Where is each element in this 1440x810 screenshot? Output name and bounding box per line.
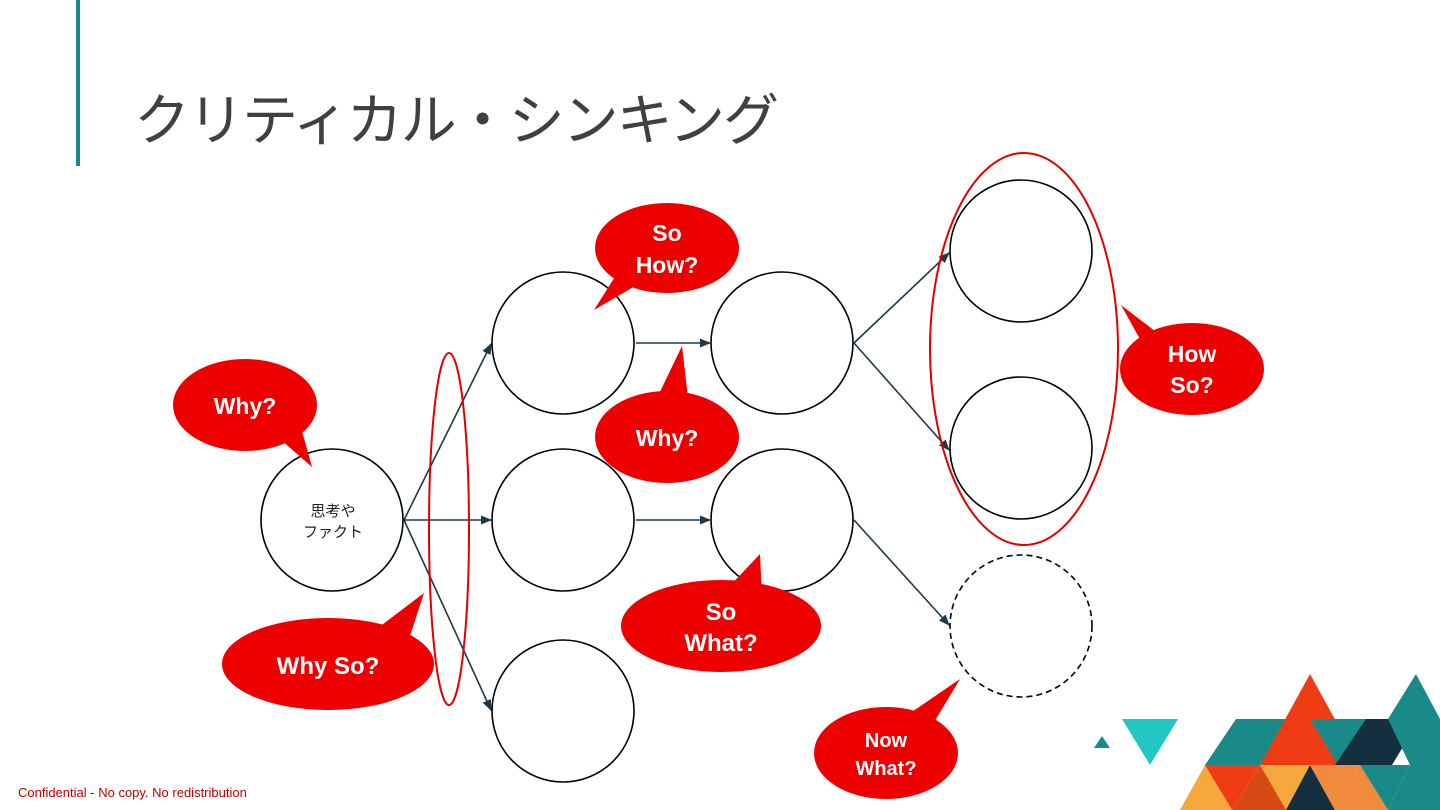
callout-now-what-line1: Now	[865, 730, 908, 752]
arrow-to-right-dashed	[853, 519, 950, 626]
node-level1-middle	[491, 448, 635, 592]
confidential-notice: Confidential - No copy. No redistributio…	[18, 785, 247, 800]
arrow-to-right-top	[853, 252, 950, 344]
callout-how-so-line2: So?	[1170, 372, 1213, 398]
grouping-ellipse-level3	[929, 152, 1119, 546]
slide-title: クリティカル・シンキング	[134, 89, 779, 154]
title-accent-bar	[76, 0, 80, 166]
arrow-root-to-bottom	[403, 519, 492, 712]
callout-why-so: Why So?	[222, 593, 434, 710]
node-level1-top	[491, 271, 635, 415]
node-level1-bottom	[491, 639, 635, 783]
callout-so-how: So How?	[594, 203, 739, 310]
callout-how-so: How So?	[1120, 305, 1264, 415]
root-node-label-line1: 思考や	[310, 502, 355, 520]
triangle-decoration	[1094, 674, 1440, 810]
callout-so-what-line1: So	[706, 599, 737, 626]
callout-why-left-text: Why?	[214, 393, 277, 419]
callout-so-what: So What?	[621, 554, 821, 672]
connector-arrows	[403, 252, 950, 712]
grouping-ellipse-level1	[428, 352, 470, 706]
callout-why-left: Why?	[173, 359, 317, 467]
node-level2-top	[710, 271, 854, 415]
callout-why-so-text: Why So?	[277, 653, 380, 680]
node-level2-middle	[710, 448, 854, 592]
callout-now-what: Now What?	[814, 679, 960, 799]
callout-now-what-line2: What?	[855, 758, 916, 780]
callout-how-so-line1: How	[1168, 341, 1217, 367]
diagram-nodes	[260, 179, 1093, 783]
callout-so-how-line2: How?	[636, 252, 699, 278]
callout-so-how-line1: So	[652, 220, 681, 246]
root-node-label-line2: ファクト	[303, 523, 363, 541]
node-level3-middle	[949, 376, 1093, 520]
node-level3-dashed	[949, 554, 1093, 698]
arrow-to-right-middle	[853, 342, 950, 451]
arrow-root-to-top	[403, 342, 492, 521]
callout-why-middle-text: Why?	[636, 425, 699, 451]
callout-so-what-line2: What?	[684, 630, 757, 657]
root-node	[260, 448, 404, 592]
callout-why-middle: Why?	[595, 346, 739, 483]
node-level3-top	[949, 179, 1093, 323]
